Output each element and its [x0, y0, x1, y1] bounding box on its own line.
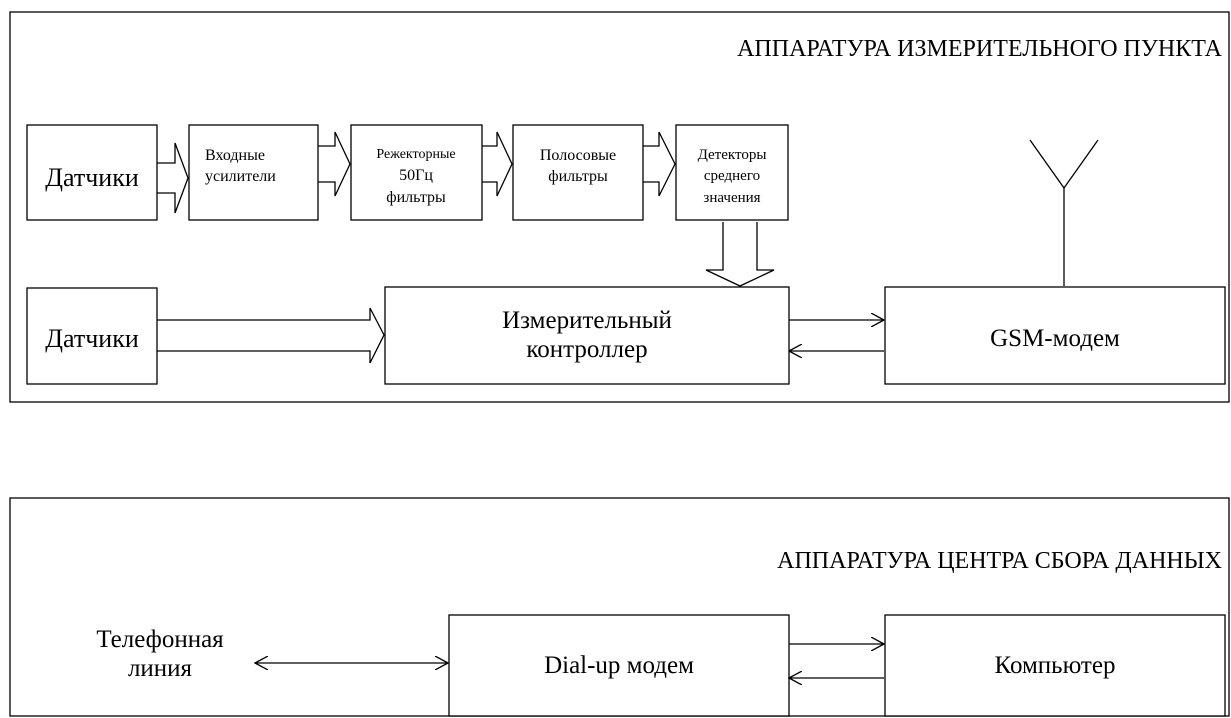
computer-block	[884, 614, 1226, 717]
amplifiers-to-notch-arrow	[318, 131, 351, 197]
notch-filters-label-line1: Режекторные	[376, 147, 455, 162]
input-amplifiers-label-line1: Входные	[205, 147, 265, 164]
dialup-modem-block	[448, 614, 790, 717]
detectors-to-controller-arrow	[705, 222, 775, 287]
gsm-modem-label: GSM-модем	[990, 325, 1120, 352]
gsm-modem-block	[884, 286, 1226, 385]
sensors-label-1: Датчики	[45, 163, 139, 192]
sensors-to-controller-arrow	[157, 307, 385, 364]
notch-filters-label-line2: 50Гц	[399, 167, 433, 184]
notch-to-bandpass-arrow	[482, 131, 513, 197]
notch-filters-label-line3: фильтры	[386, 189, 446, 206]
controller-label-line2: контроллер	[526, 336, 647, 363]
sensors-block-2	[26, 287, 158, 385]
input-amplifiers-block	[188, 124, 319, 221]
controller-block	[384, 286, 790, 385]
bandpass-to-detectors-arrow	[643, 131, 676, 197]
notch-filters-block	[350, 124, 483, 221]
data-center-title: АППАРАТУРА ЦЕНТРА СБОРА ДАННЫХ	[777, 548, 1222, 574]
phone-line-label-line1: Телефонная	[96, 626, 224, 653]
dialup-modem-label: Dial-up модем	[544, 652, 694, 679]
mean-detectors-label-line1: Детекторы	[698, 147, 767, 163]
measurement-point-title: АППАРАТУРА ИЗМЕРИТЕЛЬНОГО ПУНКТА	[737, 36, 1223, 62]
mean-detectors-label-line2: среднего	[704, 168, 760, 184]
controller-label-line1: Измерительный	[502, 307, 672, 334]
computer-label: Компьютер	[995, 652, 1116, 679]
bandpass-filters-label-line2: фильтры	[548, 168, 608, 185]
mean-detectors-block	[675, 124, 789, 221]
phone-line-label-line2: линия	[128, 655, 193, 682]
mean-detectors-label-line3: значения	[703, 190, 760, 206]
sensors-label-2: Датчики	[45, 324, 139, 353]
sensors-to-amplifiers-arrow	[157, 142, 189, 214]
bandpass-filters-label-line1: Полосовые	[540, 147, 616, 164]
bandpass-filters-block	[512, 124, 644, 221]
antenna-icon	[1029, 139, 1099, 286]
sensors-block-1	[26, 124, 158, 221]
input-amplifiers-label-line2: усилители	[205, 168, 276, 185]
